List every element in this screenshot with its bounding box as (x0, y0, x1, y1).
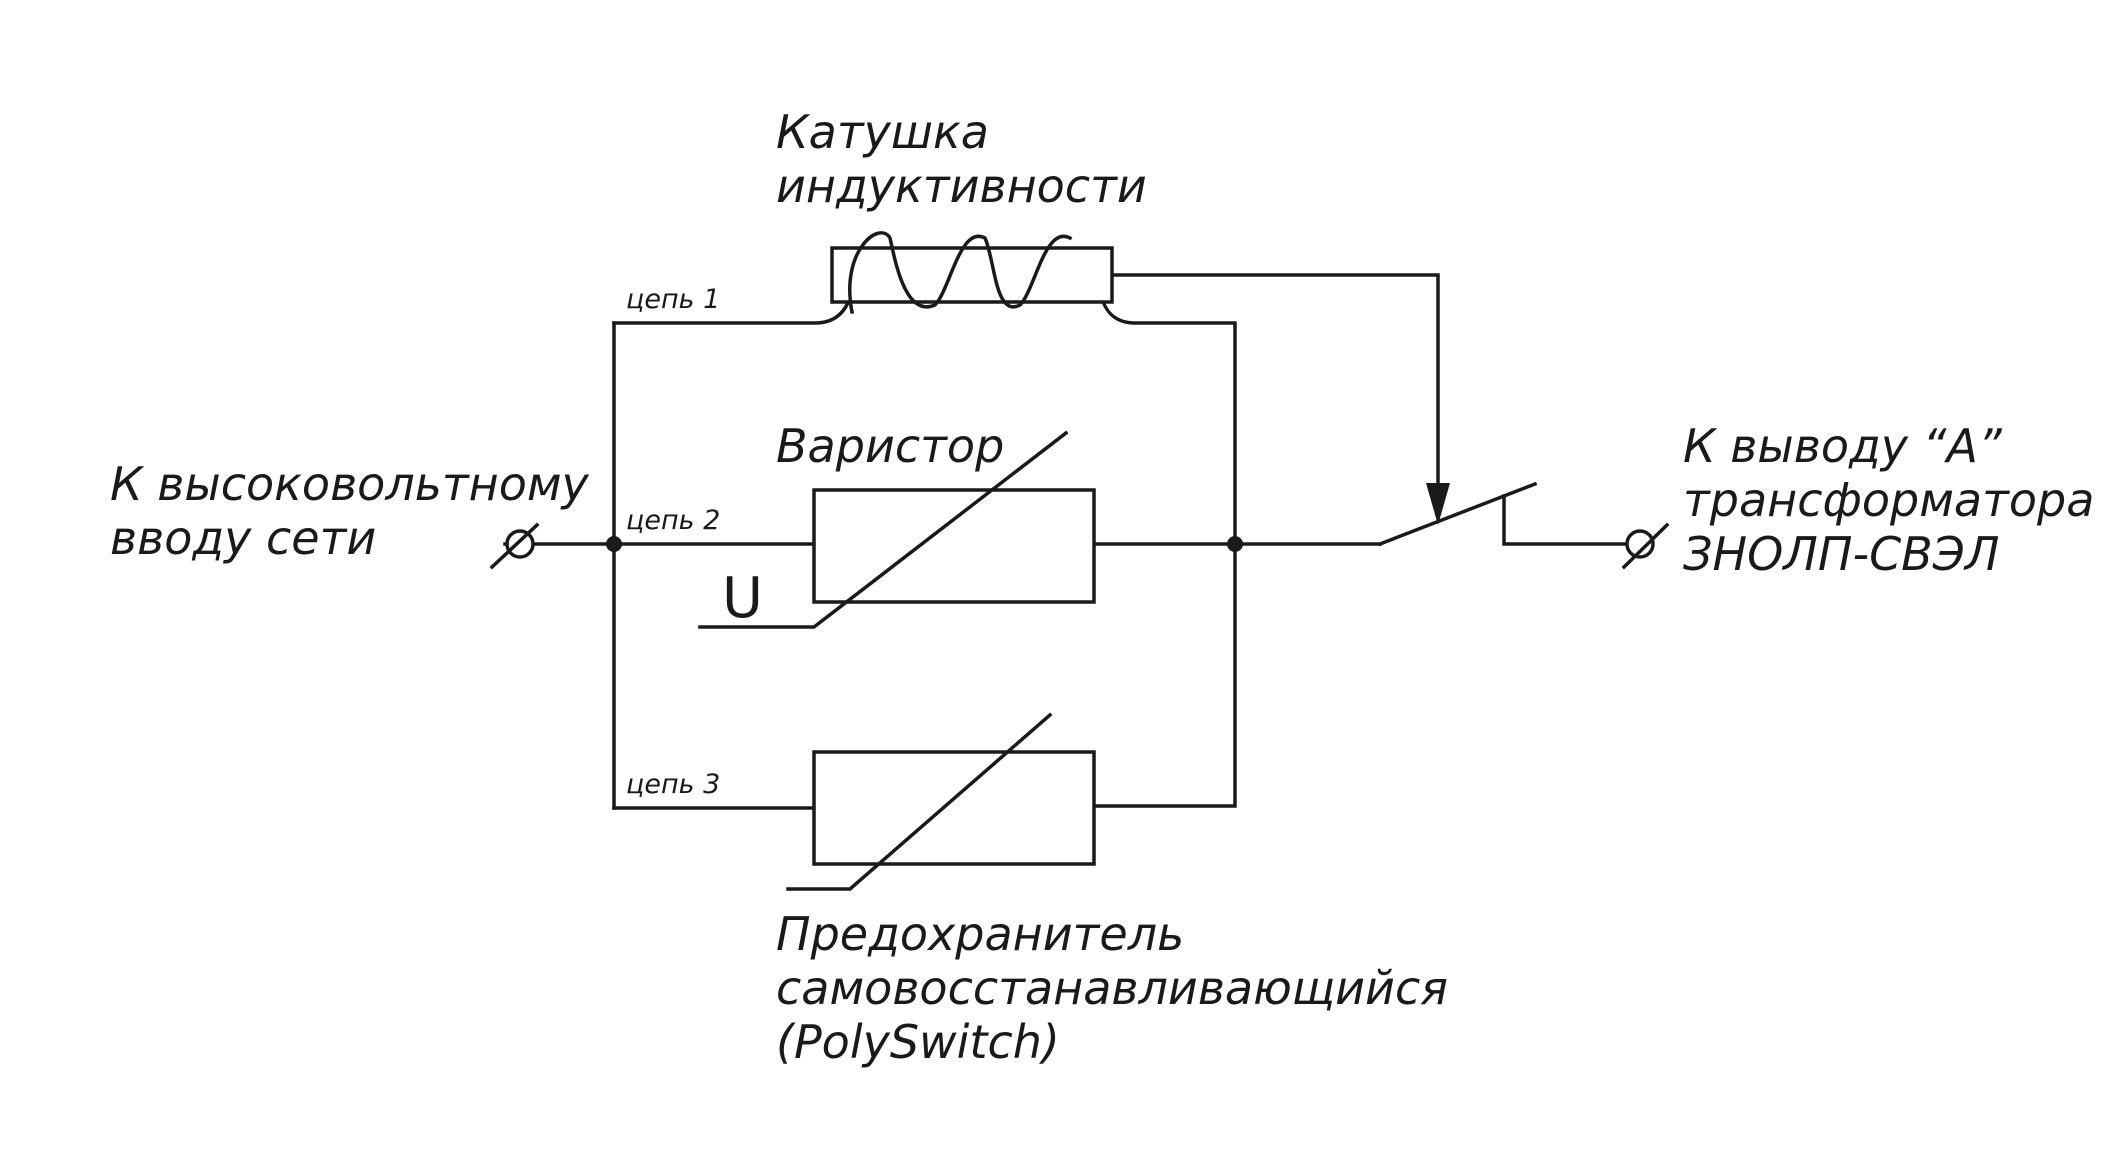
fuse-label-line-2: самовосстанавливающийся (776, 961, 1448, 1015)
fuse-label-line-3: (PolySwitch) (776, 1015, 1060, 1069)
output-label-line-2: трансформатора (1683, 473, 2094, 527)
output-label-line-3: ЗНОЛП-СВЭЛ (1683, 527, 1999, 581)
voltage-symbol: U (722, 566, 763, 631)
circuit-3-label: цепь 3 (626, 769, 720, 800)
circuit-3-wire-right (1092, 542, 1237, 808)
switch-contact (1502, 494, 1642, 546)
circuit-2-label: цепь 2 (626, 505, 720, 536)
control-arrow-icon (1426, 483, 1450, 525)
inductor-coil (830, 231, 1114, 315)
coil-body (830, 246, 1114, 304)
fuse-body (812, 750, 1096, 866)
polyswitch-fuse (786, 712, 1096, 891)
input-terminal (489, 522, 540, 570)
switch-blade (1377, 481, 1538, 547)
fuse-nonlinear-icon (786, 712, 1053, 891)
coil-control-line (1110, 273, 1440, 487)
varistor-nonlinear-icon (698, 430, 1069, 629)
input-label-line-1: К высоковольтному (110, 457, 590, 511)
varistor-body (812, 488, 1096, 604)
left-junction-node (606, 536, 622, 552)
input-label-line-2: вводу сети (110, 511, 376, 565)
varistor-label: Варистор (776, 419, 1004, 473)
fuse-label-line-1: Предохранитель (776, 907, 1184, 961)
varistor (698, 430, 1096, 629)
right-junction-node (1227, 536, 1243, 552)
output-terminal (1621, 522, 1670, 570)
output-label-line-1: К выводу “А” (1683, 419, 2003, 473)
coil-label-line-2: индуктивности (776, 159, 1147, 213)
coil-label-line-1: Катушка (776, 105, 989, 159)
coil-winding-icon (848, 231, 1073, 315)
circuit-1-wire-right (1098, 288, 1237, 546)
circuit-1-label: цепь 1 (626, 284, 720, 315)
